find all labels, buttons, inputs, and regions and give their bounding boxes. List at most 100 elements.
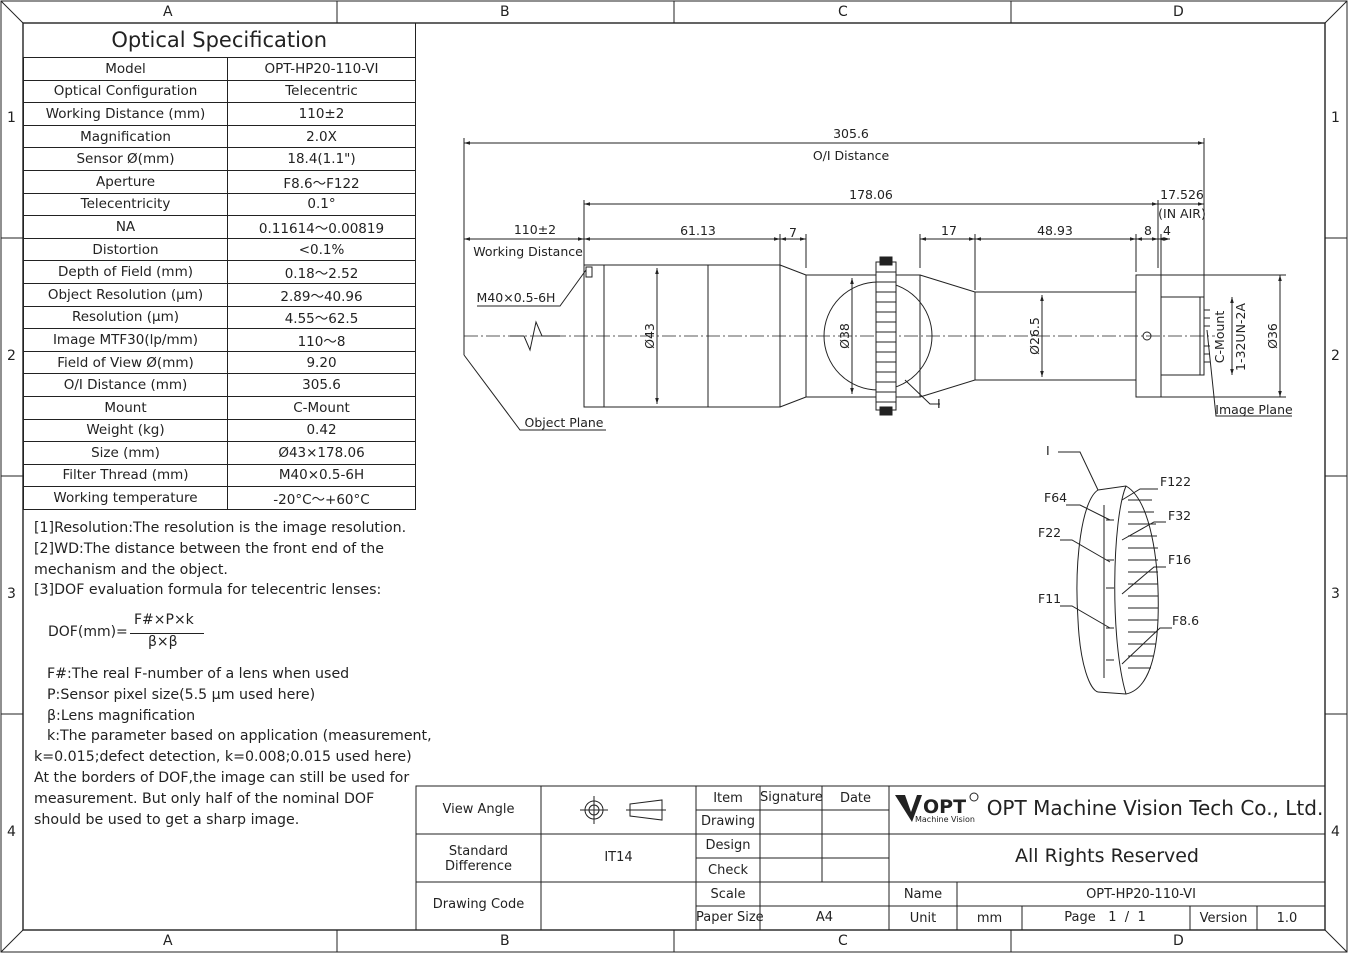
dim-d6: 4 (1163, 223, 1171, 238)
spec-row: Depth of Field (mm)0.18～2.52 (23, 260, 416, 284)
spec-key: Sensor Ø(mm) (23, 147, 228, 171)
zone-row-4-left: 4 (7, 824, 16, 840)
dim-d3: 17 (941, 223, 957, 238)
f-label-f16: F16 (1168, 552, 1191, 567)
spec-row: Field of View Ø(mm)9.20 (23, 350, 416, 375)
spec-key: Working temperature (23, 486, 228, 510)
spec-row: Working temperature-20°C～+60°C (23, 486, 416, 510)
zone-col-c-bottom: C (838, 933, 848, 949)
spec-key: Depth of Field (mm) (23, 260, 228, 284)
dim-oi-value: 305.6 (833, 126, 869, 141)
check-label: Check (708, 863, 748, 878)
spec-value: 110～8 (227, 328, 416, 352)
spec-value: 110±2 (227, 102, 416, 126)
spec-row: Sensor Ø(mm)18.4(1.1") (23, 147, 416, 171)
f-label-f22: F22 (1038, 525, 1061, 540)
zone-col-b-bottom: B (500, 933, 510, 949)
date-label: Date (839, 791, 872, 806)
object-plane-label: Object Plane (525, 415, 604, 430)
formula-denominator: β×β (148, 634, 178, 650)
f-label-f64: F64 (1044, 490, 1067, 505)
formula-numerator: F#×P×k (134, 612, 194, 628)
zone-col-d-top: D (1173, 4, 1184, 20)
zone-row-1-right: 1 (1331, 110, 1340, 126)
unit-label: Unit (909, 911, 937, 926)
thread-label: M40×0.5-6H (477, 290, 556, 305)
spec-row: Working Distance (mm)110±2 (23, 102, 416, 126)
name-label: Name (903, 887, 943, 902)
design-label: Design (705, 838, 751, 853)
def-borders: At the borders of DOF,the image can stil… (34, 769, 410, 828)
spec-key: Weight (kg) (23, 418, 228, 443)
def-pixel: P:Sensor pixel size(5.5 μm used here) (47, 686, 316, 703)
dia38-label: Ø38 (837, 323, 852, 349)
drawing-code-label: Drawing Code (432, 897, 525, 912)
zone-row-4-right: 4 (1331, 824, 1340, 840)
note-wd: [2]WD:The distance between the front end… (34, 540, 384, 578)
scale-label: Scale (710, 887, 746, 902)
dia26-label: Ø26.5 (1027, 317, 1042, 355)
image-plane-label: Image Plane (1215, 402, 1293, 417)
spec-value: M40×0.5-6H (227, 463, 416, 488)
def-fnumber: F#:The real F-number of a lens when used (47, 666, 350, 682)
tolerance-value: IT14 (604, 850, 633, 865)
logo-sub: Machine Vision (915, 815, 975, 824)
spec-value: Telecentric (227, 79, 416, 104)
spec-value: 4.55～62.5 (227, 305, 416, 330)
page-value: 1 / 1 (1108, 910, 1146, 925)
dim-d4: 48.93 (1037, 223, 1073, 238)
dim-air-label: (IN AIR) (1158, 206, 1206, 221)
formula-bar (130, 633, 204, 634)
page-label: Page (1064, 910, 1096, 925)
dim-d1: 61.13 (680, 223, 716, 238)
zone-col-a-bottom: A (163, 933, 173, 949)
spec-title: Optical Specification (23, 23, 416, 58)
dim-wd-label: Working Distance (473, 244, 583, 259)
dia36-label: Ø36 (1265, 323, 1280, 349)
spec-row: Resolution (μm)4.55～62.5 (23, 305, 416, 330)
unit-value: mm (976, 911, 1003, 926)
definitions: F#:The real F-number of a lens when used… (34, 664, 434, 830)
spec-value: -20°C～+60°C (227, 486, 416, 510)
dim-wd-value: 110±2 (514, 222, 556, 237)
aperture-detail (1058, 451, 1172, 695)
zone-row-3-right: 3 (1331, 586, 1340, 602)
spec-value: 18.4(1.1") (227, 147, 416, 171)
zone-row-2-right: 2 (1331, 348, 1340, 364)
rights-text: All Rights Reserved (1015, 845, 1199, 867)
version-value: 1.0 (1276, 911, 1298, 926)
spec-value: OPT-HP20-110-VI (227, 57, 416, 81)
formula-lhs: DOF(mm)= (48, 624, 128, 640)
zone-col-d-bottom: D (1173, 933, 1184, 949)
dim-air-value: 17.526 (1160, 187, 1204, 202)
dim-d5: 8 (1144, 223, 1152, 238)
ring-marker: I (937, 396, 941, 411)
f-label-f11: F11 (1038, 591, 1061, 606)
zone-col-b-top: B (500, 4, 510, 20)
logo-text: OPT (923, 796, 966, 818)
spec-row: Object Resolution (μm)2.89～40.96 (23, 282, 416, 307)
zone-col-c-top: C (838, 4, 848, 20)
f-label-f122: F122 (1160, 474, 1191, 489)
zone-row-1-left: 1 (7, 110, 16, 126)
opt-logo: OPT Machine Vision (895, 792, 979, 824)
zone-col-a-top: A (163, 4, 173, 20)
drawing-label: Drawing (700, 814, 756, 829)
dim-d2: 7 (789, 225, 797, 240)
def-magnification: β:Lens magnification (47, 707, 196, 724)
paper-size-value: A4 (815, 910, 834, 925)
dim-length-value: 178.06 (849, 187, 893, 202)
def-k: k:The parameter based on application (me… (34, 728, 432, 766)
standard-difference-label: Standard Difference (444, 844, 513, 874)
spec-row: O/I Distance (mm)305.6 (23, 373, 416, 397)
name-value: OPT-HP20-110-VI (1086, 887, 1196, 902)
view-angle-label: View Angle (442, 802, 515, 817)
spec-key: Mount (23, 395, 228, 420)
note-resolution: [1]Resolution:The resolution is the imag… (34, 520, 407, 536)
item-label: Item (713, 791, 743, 806)
paper-size-label: Paper Size (696, 910, 764, 925)
